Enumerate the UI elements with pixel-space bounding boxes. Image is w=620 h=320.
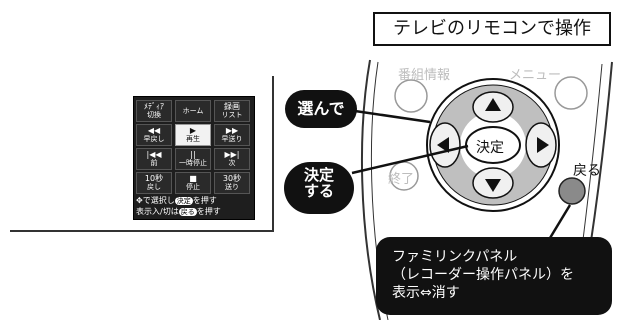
panel-button-pause[interactable]: ||一時停止 xyxy=(175,148,211,170)
down-arrow-icon xyxy=(485,179,501,192)
remote-body-left-edge xyxy=(360,59,381,320)
left-arrow-icon xyxy=(437,137,449,153)
tv-frame-right-edge xyxy=(272,76,274,232)
panel-button-home[interactable]: ホーム xyxy=(175,100,211,122)
tv-frame-bottom-edge xyxy=(10,230,274,232)
panel-button-rec-list[interactable]: 録画リスト xyxy=(214,100,250,122)
panel-help-select: ✥で選択し決定を押す xyxy=(136,196,217,205)
remote-control xyxy=(351,59,613,320)
panel-button-stop[interactable]: ■停止 xyxy=(175,172,211,194)
back-chip: 戻る xyxy=(178,208,197,216)
cross-arrows-icon: ✥ xyxy=(136,196,143,205)
familink-panel: ﾒﾃﾞｨｱ切換 ホーム 録画リスト ◀◀早戻し ▶再生 ▶▶早送り |◀◀前 |… xyxy=(133,96,255,220)
confirm-key xyxy=(465,126,521,164)
remote-body-right-inner-edge xyxy=(581,63,603,249)
panel-help-toggle: 表示入/切は戻るを押す xyxy=(136,207,221,216)
confirm-key-label[interactable]: 決定 xyxy=(476,140,504,156)
confirm-chip: 決定 xyxy=(174,197,193,205)
panel-button-rewind[interactable]: ◀◀早戻し xyxy=(136,124,172,146)
info-button xyxy=(394,79,428,113)
remote-body-right-edge xyxy=(589,61,613,249)
panel-button-play[interactable]: ▶再生 xyxy=(175,124,211,146)
panel-button-fast-forward[interactable]: ▶▶早送り xyxy=(214,124,250,146)
page-title: テレビのリモコンで操作 xyxy=(373,12,611,46)
panel-button-skip-30s[interactable]: 30秒送り xyxy=(214,172,250,194)
up-arrow-icon xyxy=(485,98,501,111)
menu-button-label: メニュー xyxy=(509,68,562,83)
callout-panel-toggle: ファミリンクパネル （レコーダー操作パネル）を 表示⇔消す xyxy=(376,237,612,315)
back-key-label: 戻る xyxy=(573,163,601,179)
select-leader-line xyxy=(354,109,431,124)
callout-confirm: 決定 する xyxy=(284,162,354,214)
panel-button-prev[interactable]: |◀◀前 xyxy=(136,148,172,170)
panel-button-back-10s[interactable]: 10秒戻し xyxy=(136,172,172,194)
panel-button-next[interactable]: ▶▶|次 xyxy=(214,148,250,170)
callout-select: 選んで xyxy=(285,90,357,128)
confirm-leader-line xyxy=(351,144,469,175)
panel-button-media[interactable]: ﾒﾃﾞｨｱ切換 xyxy=(136,100,172,122)
info-button-label: 番組情報 xyxy=(398,68,451,83)
menu-button xyxy=(554,76,588,110)
back-key xyxy=(558,177,586,205)
exit-button-label: 終了 xyxy=(388,172,415,187)
right-arrow-icon xyxy=(537,137,549,153)
back-leader-line xyxy=(548,204,572,239)
